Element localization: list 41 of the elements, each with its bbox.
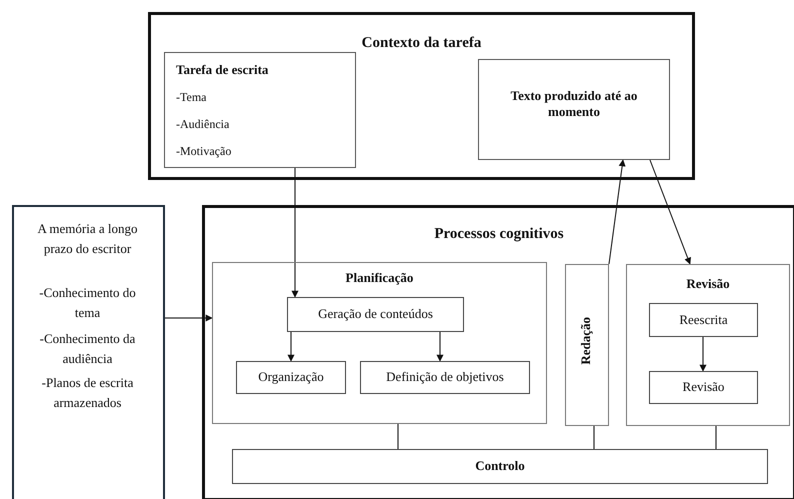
heading: Controlo: [474, 458, 526, 474]
process-box: [649, 371, 758, 404]
label: Organização: [257, 369, 325, 385]
process-box: [360, 361, 530, 394]
list-item: -Conhecimento do tema: [38, 284, 137, 322]
process-box: [626, 264, 790, 426]
label: Definição de objetivos: [385, 369, 505, 385]
context-panel: [148, 12, 695, 180]
arrow: [288, 332, 294, 362]
task-box: [164, 52, 356, 168]
list-item: -Audiência: [176, 117, 230, 132]
rotated-label: Redação: [578, 317, 594, 365]
arrow: [436, 332, 444, 362]
heading: Tarefa de escrita: [176, 62, 270, 78]
process-box: [649, 303, 758, 337]
process-box: [565, 264, 609, 426]
list-item: -Tema: [176, 90, 208, 104]
list-item: -Planos de escrita armazenados: [40, 374, 134, 412]
arrow: [700, 336, 706, 372]
process-box: [212, 262, 547, 424]
heading: Texto produzido até ao momento: [510, 88, 638, 120]
arrow: [164, 314, 213, 322]
list-item: -Conhecimento da audiência: [38, 330, 136, 368]
control-bar: [232, 449, 768, 484]
label: Reescrita: [678, 312, 729, 328]
process-panel: [202, 205, 794, 499]
arrow: [608, 159, 626, 264]
arrow: [292, 168, 298, 298]
label: Geração de conteúdos: [317, 306, 434, 322]
label: Revisão: [682, 379, 726, 395]
memory-panel: [12, 205, 165, 499]
arrow: [650, 160, 691, 265]
text-box: [478, 59, 670, 160]
process-box: [236, 361, 346, 394]
heading: Processos cognitivos: [433, 225, 565, 243]
heading: Revisão: [685, 276, 731, 292]
label: A memória a longo prazo do escritor: [36, 220, 138, 258]
process-box: [287, 297, 464, 332]
heading: Planificação: [344, 270, 414, 286]
list-item: -Motivação: [176, 144, 232, 158]
heading: Contexto da tarefa: [360, 34, 482, 52]
